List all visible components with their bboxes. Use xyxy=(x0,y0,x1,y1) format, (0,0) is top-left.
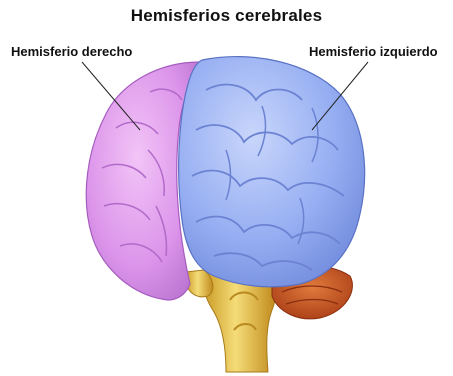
left-hemisphere xyxy=(179,57,365,287)
